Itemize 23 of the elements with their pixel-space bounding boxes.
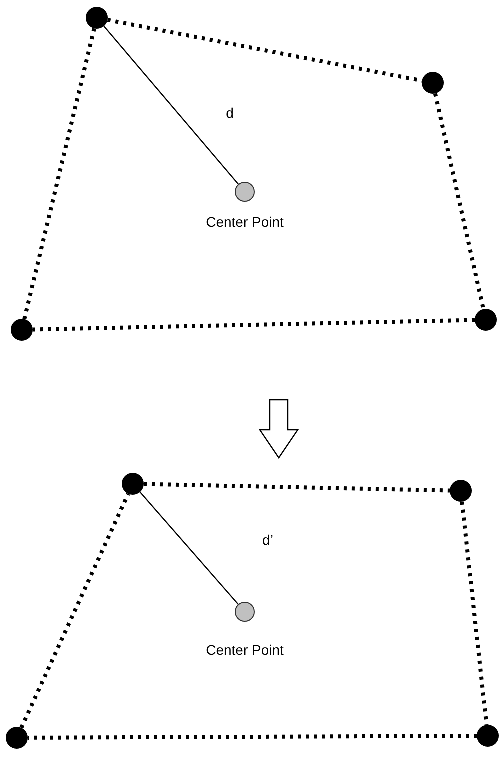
vertex-dot	[422, 72, 444, 94]
vertex-dot	[86, 7, 108, 29]
edge-label: d’	[260, 532, 276, 548]
dotted-line	[28, 734, 477, 740]
line	[140, 492, 239, 605]
dotted-line	[22, 28, 96, 320]
dotted-line	[32, 318, 476, 332]
edge-label: d	[224, 105, 236, 121]
vertex-dot	[6, 727, 28, 749]
dotted-line	[20, 493, 130, 729]
vertex-dot	[122, 473, 144, 495]
node-caption: Center Point	[206, 642, 284, 658]
dotted-line	[433, 93, 486, 310]
line	[104, 26, 239, 185]
vertex-dot	[477, 725, 499, 747]
center-point-dot	[235, 602, 255, 622]
vertex-dot	[450, 480, 472, 502]
center-point-dot	[235, 182, 255, 202]
node-caption: Center Point	[206, 214, 284, 230]
vertex-dot	[11, 319, 33, 341]
dotted-line	[144, 482, 450, 493]
dotted-line	[460, 502, 489, 726]
vertex-dot	[475, 309, 497, 331]
